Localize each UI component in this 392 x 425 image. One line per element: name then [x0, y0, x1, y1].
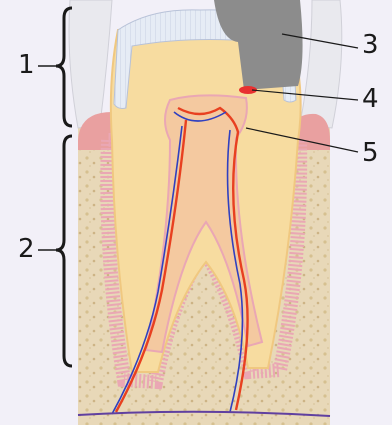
- neighbour-tooth-left: [69, 0, 112, 128]
- bracket-root: [56, 136, 72, 366]
- label-crown-region: 1: [18, 52, 35, 78]
- label-filling: 3: [362, 32, 379, 58]
- label-lining-spot: 4: [362, 86, 379, 112]
- neighbour-tooth-right: [300, 0, 342, 128]
- label-root-region: 2: [18, 236, 35, 262]
- label-pulp-vessels: 5: [362, 140, 379, 166]
